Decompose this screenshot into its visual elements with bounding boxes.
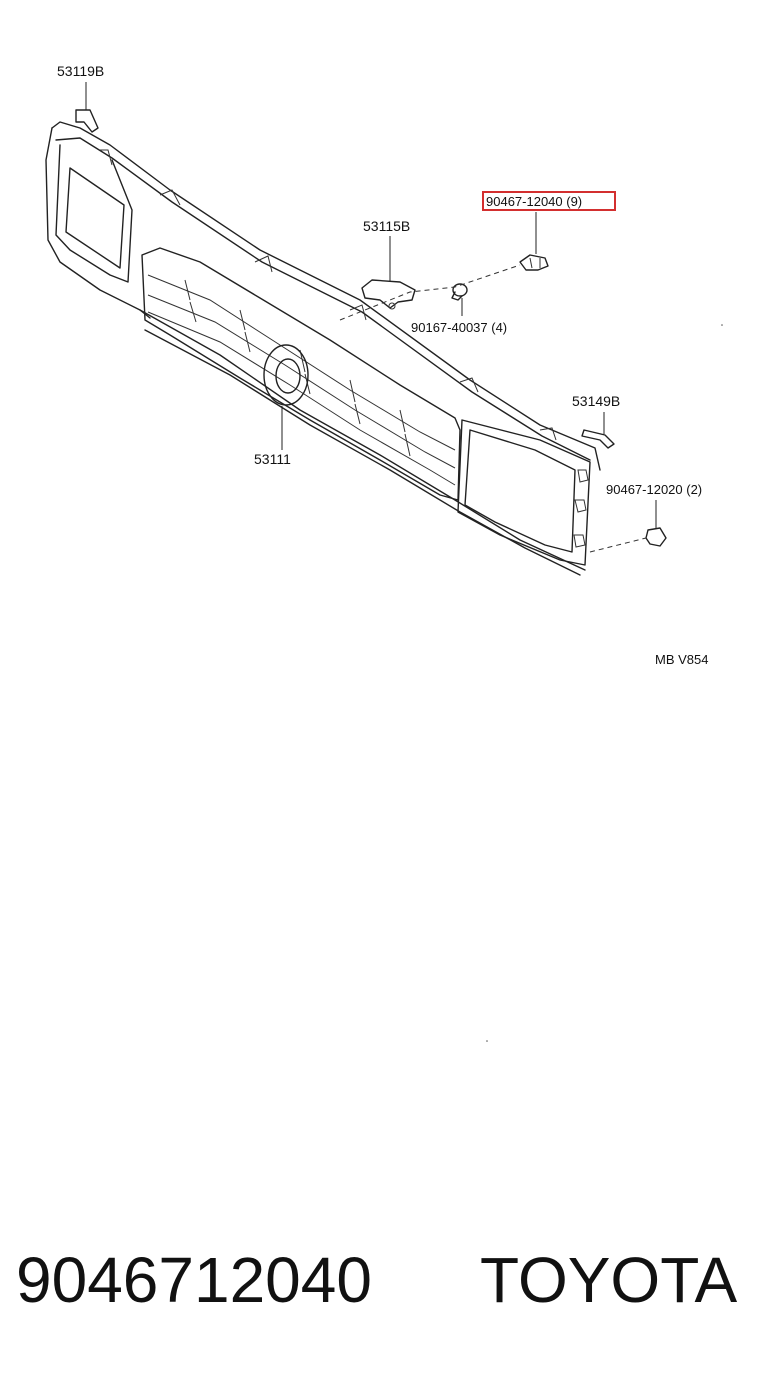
label-90467-12040[interactable]: 90467-12040 (9) — [486, 194, 582, 209]
assembly-line-top — [339, 264, 521, 321]
bracket-53119b — [75, 82, 99, 133]
bracket-53115b — [361, 236, 416, 310]
diagram-code: MB V854 — [655, 652, 708, 667]
speck — [721, 324, 723, 326]
assembly-line-side — [589, 537, 647, 553]
label-53111[interactable]: 53111 — [254, 451, 291, 467]
label-53149b[interactable]: 53149B — [572, 393, 620, 409]
label-53119b[interactable]: 53119B — [57, 63, 104, 79]
clip-90467-12040 — [519, 212, 549, 271]
footer-part-number: 9046712040 — [16, 1244, 372, 1316]
label-53115b[interactable]: 53115B — [363, 218, 410, 234]
highlight-box — [482, 191, 616, 211]
clip-90467-12020 — [645, 500, 667, 547]
bracket-53149b — [581, 412, 615, 449]
label-90167-40037[interactable]: 90167-40037 (4) — [411, 320, 507, 335]
speck — [486, 1040, 488, 1042]
screw-90167-40037 — [451, 283, 468, 316]
grille-53111 — [45, 121, 601, 576]
footer-brand: TOYOTA — [480, 1244, 738, 1316]
label-90467-12020[interactable]: 90467-12020 (2) — [606, 482, 702, 497]
